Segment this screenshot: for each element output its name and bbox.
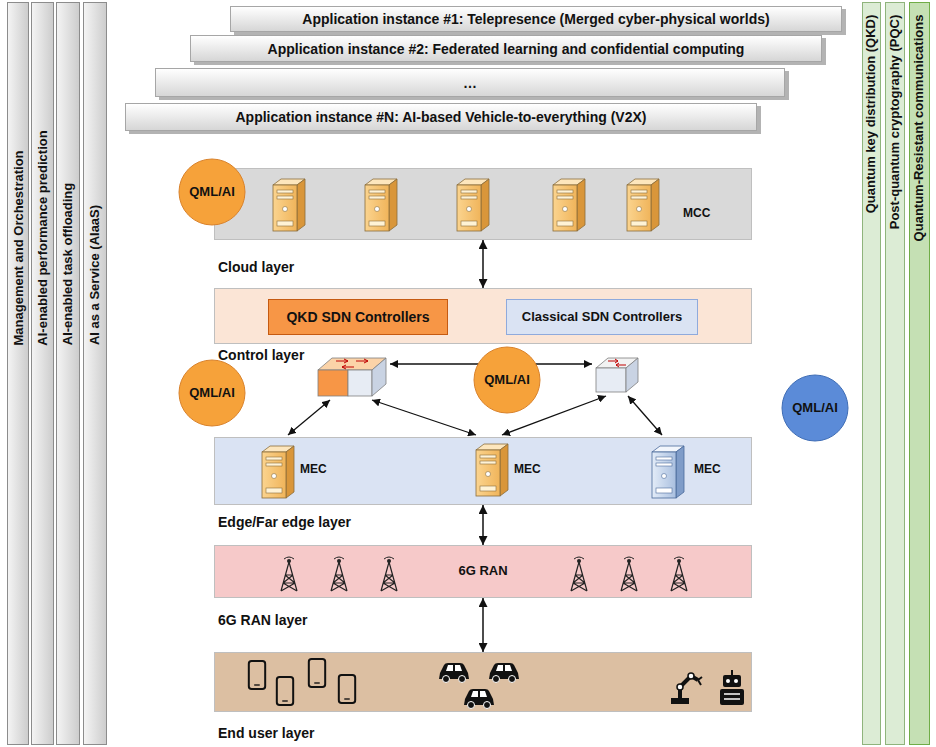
- layer-title: 6G RAN: [458, 562, 507, 579]
- layer-band: Control layerQKD SDN ControllersClassica…: [214, 288, 752, 344]
- application-instance-title: Application instance #2: Federated learn…: [268, 41, 745, 57]
- server-icon: [652, 446, 684, 498]
- application-instance-box: Application instance #1: Telepresence (M…: [230, 6, 842, 32]
- antenna-tower-icon: [281, 557, 297, 591]
- edge-server-label: MEC: [514, 462, 541, 477]
- layer-connector: [482, 505, 484, 545]
- phone-icon: [339, 675, 355, 703]
- sdn-switch: [318, 358, 386, 396]
- application-instance-box: Application instance #2: Federated learn…: [190, 35, 822, 62]
- sdn-switch: [596, 358, 638, 392]
- qml-ai-circle: QML/AI: [781, 374, 849, 442]
- layer-name: Cloud layer: [218, 259, 294, 276]
- layer-band: Cloud layer: [214, 168, 752, 240]
- layer-connector: [482, 240, 484, 288]
- antenna-tower-icon: [621, 557, 637, 591]
- server-icon: [457, 179, 489, 231]
- circle-shape: [474, 347, 540, 413]
- application-instance-box: …: [155, 68, 785, 97]
- circle-shape: [782, 375, 848, 441]
- car-icon: [464, 689, 494, 709]
- function-bar: AI-enabled task offloading: [56, 2, 80, 745]
- antenna-tower-icon: [571, 557, 587, 591]
- layer-band: Edge/Far edge layer: [214, 437, 752, 505]
- car-icon: [439, 663, 469, 683]
- server-icon: [553, 179, 585, 231]
- car-icon: [489, 663, 519, 683]
- layer-connector: [482, 598, 484, 652]
- security-bar: Quantum key distribution (QKD): [862, 2, 881, 745]
- security-label: Post-quantum cryptography (PQC): [887, 14, 903, 229]
- application-instance-box: Application instance #N: AI-based Vehicl…: [125, 103, 757, 131]
- robot-arm-icon: [671, 673, 702, 704]
- edge-server-label: MEC: [694, 462, 721, 477]
- antenna-tower-icon: [331, 557, 347, 591]
- antenna-tower-icon: [671, 557, 687, 591]
- qml-ai-label: QML/AI: [484, 372, 530, 388]
- layer-illustration: [215, 169, 753, 241]
- function-bar: Management and Orchestration: [7, 2, 29, 745]
- qml-ai-circle: QML/AI: [473, 346, 541, 414]
- function-label: AI-enabled performance prediction: [35, 130, 51, 345]
- application-instance-title: Application instance #N: AI-based Vehicl…: [235, 109, 646, 125]
- phone-icon: [249, 661, 265, 689]
- qml-ai-label: QML/AI: [189, 385, 235, 401]
- controller-box: Classical SDN Controllers: [506, 299, 698, 335]
- circle-shape: [179, 360, 245, 426]
- server-icon: [365, 179, 397, 231]
- circle-shape: [179, 159, 245, 225]
- antenna-tower-icon: [381, 557, 397, 591]
- qml-ai-label: QML/AI: [189, 184, 235, 200]
- server-icon: [627, 179, 659, 231]
- layer-name: Edge/Far edge layer: [218, 514, 351, 531]
- server-icon: [476, 444, 508, 496]
- function-label: Management and Orchestration: [10, 150, 26, 345]
- phone-icon: [277, 677, 293, 705]
- application-instance-title: …: [463, 75, 477, 91]
- qml-ai-label: QML/AI: [792, 400, 838, 416]
- security-bar: Post-quantum cryptography (PQC): [885, 2, 905, 745]
- qml-ai-circle: QML/AI: [178, 158, 246, 226]
- layer-illustration: [215, 438, 753, 506]
- function-label: AI-enabled task offloading: [60, 182, 76, 345]
- edge-server-label: MEC: [300, 462, 327, 477]
- qml-ai-circle: QML/AI: [178, 359, 246, 427]
- controller-label: Classical SDN Controllers: [522, 309, 682, 325]
- layer-band: End user layer: [214, 652, 752, 712]
- layer-name: Control layer: [218, 347, 304, 364]
- layer-illustration: [215, 653, 753, 713]
- server-icon: [262, 446, 294, 498]
- security-bar: Quantum-Resistant communications: [909, 2, 930, 745]
- layer-band: 6G RAN6G RAN layer: [214, 545, 752, 598]
- application-instance-title: Application instance #1: Telepresence (M…: [302, 11, 769, 27]
- function-bar: AI-enabled performance prediction: [31, 2, 54, 745]
- server-icon: [273, 179, 305, 231]
- robot-icon: [720, 670, 744, 705]
- controller-box: QKD SDN Controllers: [268, 299, 448, 335]
- phone-icon: [309, 659, 325, 687]
- function-bar: AI as a Service (AIaaS): [83, 2, 107, 745]
- controller-label: QKD SDN Controllers: [286, 309, 429, 325]
- layer-name: 6G RAN layer: [218, 612, 307, 629]
- function-label: AI as a Service (AIaaS): [87, 205, 103, 345]
- layer-name: End user layer: [218, 725, 315, 742]
- security-label: Quantum key distribution (QKD): [863, 14, 879, 213]
- cloud-server-label: MCC: [683, 206, 710, 221]
- security-label: Quantum-Resistant communications: [911, 14, 927, 241]
